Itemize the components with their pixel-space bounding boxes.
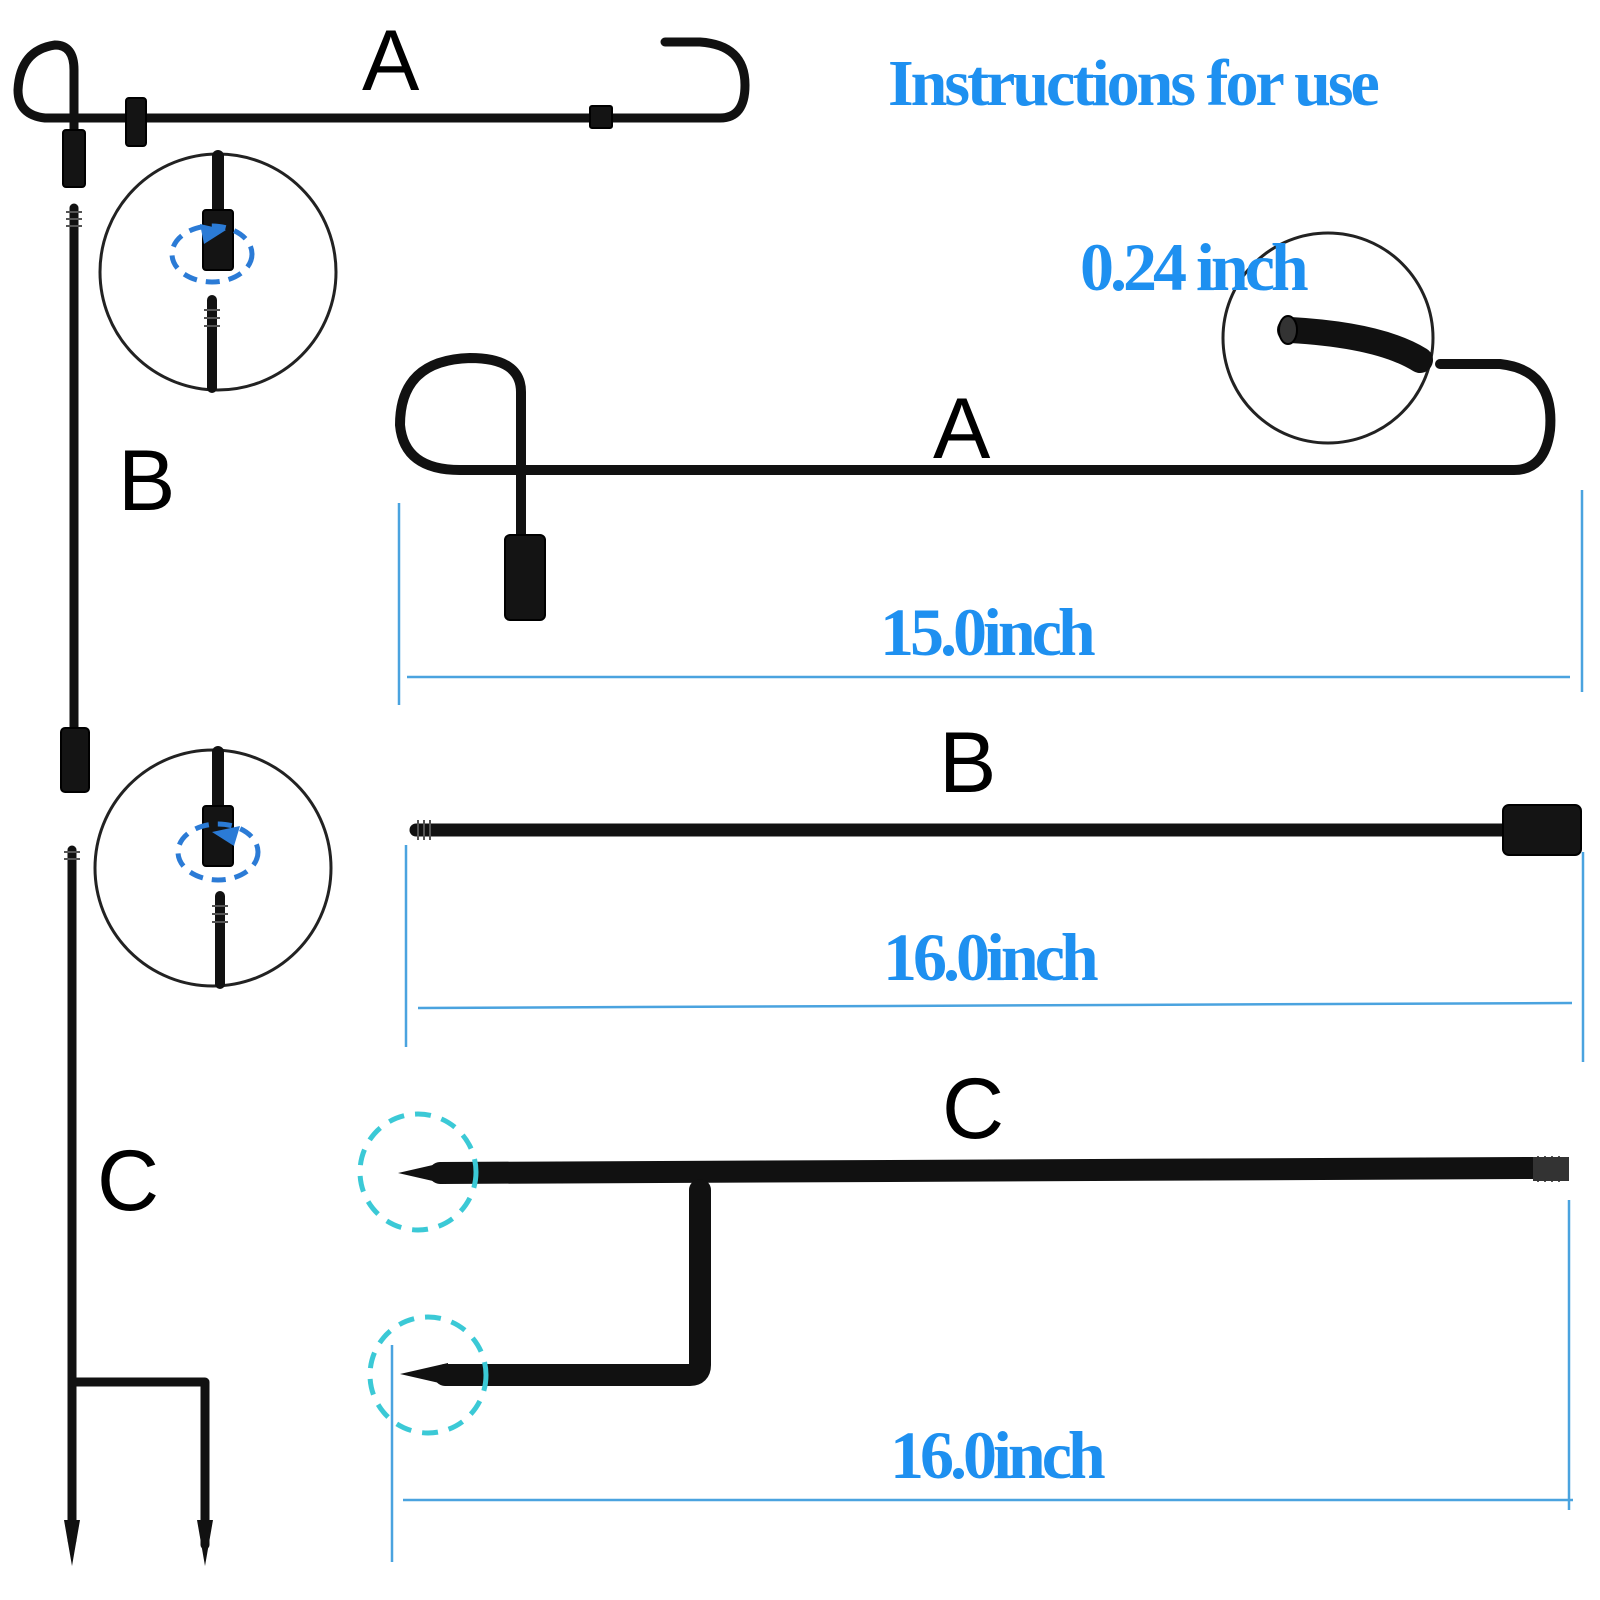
part-b-socket <box>1502 804 1582 856</box>
assembly-part-b: B <box>60 203 175 793</box>
part-a-detail: A 0.24 inch 15.0inch <box>395 229 1584 705</box>
part-a-length: 15.0inch <box>880 594 1095 670</box>
part-a-label: A <box>933 381 991 477</box>
assembly-label-b: B <box>118 433 175 529</box>
assembly-label-c: C <box>97 1133 159 1229</box>
assembly-a-sleeve <box>589 105 613 129</box>
insert-arrow-icon <box>212 826 240 846</box>
part-c-length: 16.0inch <box>890 1417 1105 1493</box>
assembly-label-a: A <box>362 13 420 109</box>
part-b-label: B <box>939 715 996 811</box>
part-a-socket <box>504 534 546 621</box>
rod-diameter-callout: 0.24 inch <box>1080 229 1308 305</box>
part-b-length: 16.0inch <box>883 919 1098 995</box>
assembly-part-a: A <box>13 13 750 188</box>
zoom-joint-b-c <box>93 746 333 989</box>
part-c-label: C <box>942 1061 1004 1157</box>
part-c-detail: C 16.0inch <box>357 1061 1573 1562</box>
part-b-detail: B 16.0inch <box>404 715 1585 1062</box>
assembly-b-socket <box>60 727 90 793</box>
assembly-part-c: C <box>64 845 213 1566</box>
spike-highlight <box>367 1314 489 1436</box>
spike-highlight <box>357 1111 479 1233</box>
assembly-a-collar <box>125 97 147 147</box>
zoom-joint-a-b <box>98 150 338 393</box>
assembly-a-socket <box>62 129 86 188</box>
insert-arrow-icon <box>200 224 226 244</box>
page-title: Instructions for use <box>888 47 1379 120</box>
